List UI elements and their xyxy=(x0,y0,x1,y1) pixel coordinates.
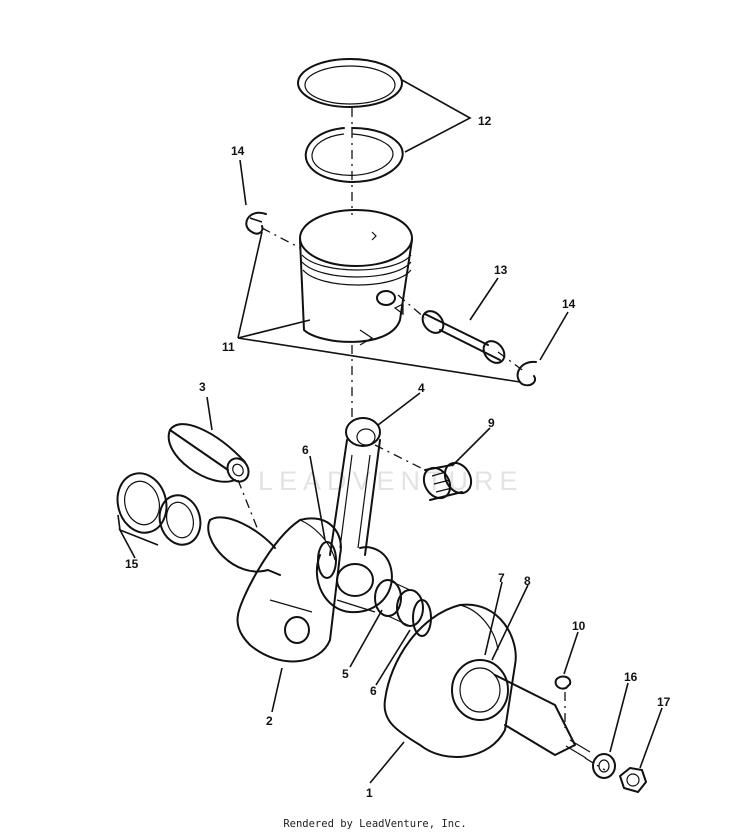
woodruff-key xyxy=(554,675,572,690)
callout-11: 11 xyxy=(222,340,235,354)
piston-pin-circlip-right xyxy=(516,360,537,387)
piston-ring-upper xyxy=(297,58,403,108)
piston-ring-lower xyxy=(304,127,404,183)
callout-1: 1 xyxy=(366,786,373,800)
callout-6-upper: 6 xyxy=(302,443,309,457)
footer-credit: Rendered by LeadVenture, Inc. xyxy=(283,818,467,830)
callout-9: 9 xyxy=(488,416,495,430)
watermark-text: LEADVENTURE xyxy=(258,466,524,496)
piston-pin-circlip-left xyxy=(245,211,267,235)
crankshaft-washer xyxy=(592,753,616,779)
callout-8: 8 xyxy=(524,574,531,588)
callout-15: 15 xyxy=(125,557,139,571)
callout-14-left: 14 xyxy=(231,144,245,158)
piston xyxy=(299,209,413,346)
callout-leader-lines xyxy=(117,79,663,784)
callout-2: 2 xyxy=(266,714,273,728)
callout-7: 7 xyxy=(498,571,505,585)
callout-3: 3 xyxy=(199,380,206,394)
assembly-axis-lines xyxy=(237,108,606,771)
callout-13: 13 xyxy=(494,263,508,277)
crank-pin xyxy=(167,423,250,483)
crankshaft-nut xyxy=(619,767,647,793)
piston-pin xyxy=(421,310,506,364)
callout-16: 16 xyxy=(624,670,638,684)
callout-10: 10 xyxy=(572,619,586,633)
connecting-rod xyxy=(315,417,393,614)
crankshaft-half-right xyxy=(383,603,591,759)
callout-17: 17 xyxy=(657,695,671,709)
callout-4: 4 xyxy=(418,381,425,395)
callout-14-right: 14 xyxy=(562,297,576,311)
crank-main-bearing xyxy=(374,579,424,627)
callout-12: 12 xyxy=(478,114,492,128)
crankshaft-half-left xyxy=(207,516,342,663)
callout-5: 5 xyxy=(342,667,349,681)
callout-6-lower: 6 xyxy=(370,684,377,698)
callout-labels: 1 2 3 4 5 6 6 7 8 9 10 11 12 13 14 14 15… xyxy=(125,114,671,800)
small-end-needle-bearing xyxy=(422,461,473,501)
crankshaft-seals xyxy=(116,472,202,546)
